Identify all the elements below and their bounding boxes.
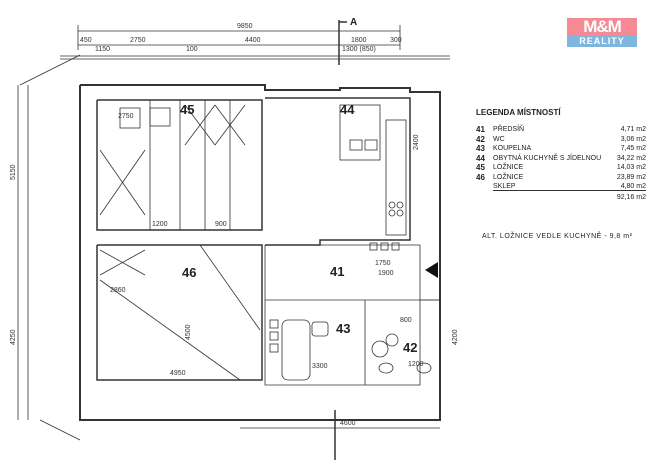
legend-num: 44 [476,153,485,163]
legend-name: LOŽNICE [493,173,524,181]
legend-name: OBYTNÁ KUCHYNĚ S JÍDELNOU [493,154,602,162]
sink [311,321,329,337]
legend-area: 3,06 m2 [620,135,646,143]
legend-name: SKLEP [493,183,606,191]
kitchen-counter [385,119,407,236]
legend-name: KOUPELNA [493,145,532,153]
room-label-44: 44 [340,102,355,117]
legend-row: 41 PŘEDSÍŇ 4,71 m2 [476,125,646,135]
legend-row: 42 WC 3,06 m2 [476,135,646,145]
dim: 800 [400,317,412,324]
dim: 4500 [185,324,192,340]
dim: 1750 [375,260,391,267]
legend-name: WC [493,135,505,143]
legend-row: 43 KOUPELNA 7,45 m2 [476,144,646,154]
legend-row: 44 OBYTNÁ KUCHYNĚ S JÍDELNOU 34,22 m2 [476,154,646,164]
dim: 5150 [10,164,17,180]
dim: 450 [80,37,92,44]
legend-row: 45 LOŽNICE 14,03 m2 [476,163,646,173]
dim: 1800 [351,37,367,44]
dim: 2750 [118,113,134,120]
dim: 4600 [340,420,356,427]
legend-area: 14,03 m2 [616,164,646,172]
dim: 100 [186,46,198,53]
legend-title: LEGENDA MÍSTNOSTÍ [476,108,561,117]
legend-num: 43 [476,144,485,154]
dim: 4200 [452,329,459,345]
dim: 2400 [413,134,420,150]
room-label-41: 41 [330,264,344,279]
dim: 2860 [110,287,126,294]
outer-wall [79,84,441,421]
legend-num: 42 [476,134,485,144]
dim: 900 [215,221,227,228]
legend-name: PŘEDSÍŇ [493,126,525,134]
legend-area: 7,45 m2 [620,145,646,153]
dim: 1300 (850) [342,46,376,53]
legend-num: 45 [476,163,485,173]
legend-row: 46 LOŽNICE 23,89 m2 [476,173,646,183]
room-label-43: 43 [336,321,350,336]
legend-num: 46 [476,172,485,182]
room-legend: LEGENDA MÍSTNOSTÍ 41 PŘEDSÍŇ 4,71 m2 42 WC 3,… [476,108,646,201]
dim-total-width: 9850 [237,23,253,30]
mm-reality-logo: M&M REALITY [567,18,637,47]
legend-area: 4,80 m2 [606,183,646,191]
toilet [371,340,389,358]
dim: 1150 [95,46,110,53]
legend-total: 92,16 m2 [616,193,646,201]
dim: 1200 [152,221,168,228]
legend-area: 34,22 m2 [616,154,646,162]
dim: 1900 [378,270,394,277]
entrance-arrow-icon [425,262,438,278]
dim: 4950 [170,370,186,377]
dim: 1200 [408,361,424,368]
alt-note: ALT. LOŽNICE VEDLE KUCHYNĚ - 9,8 m² [482,233,633,240]
legend-name: LOŽNICE [493,164,524,172]
dim: 4400 [245,37,261,44]
dim: 3300 [312,363,328,370]
staircase [99,100,261,381]
bed [339,104,381,161]
dim: 300 [390,37,402,44]
room-label-46: 46 [182,265,196,280]
legend-num: 41 [476,125,485,135]
bathtub [281,319,311,381]
dim: 2750 [130,37,146,44]
room-label-42: 42 [403,340,417,355]
section-mark: A [350,17,357,28]
dim: 4250 [10,329,17,345]
legend-area: 23,89 m2 [616,173,646,181]
legend-area: 4,71 m2 [620,126,646,134]
room-label-45: 45 [180,102,194,117]
